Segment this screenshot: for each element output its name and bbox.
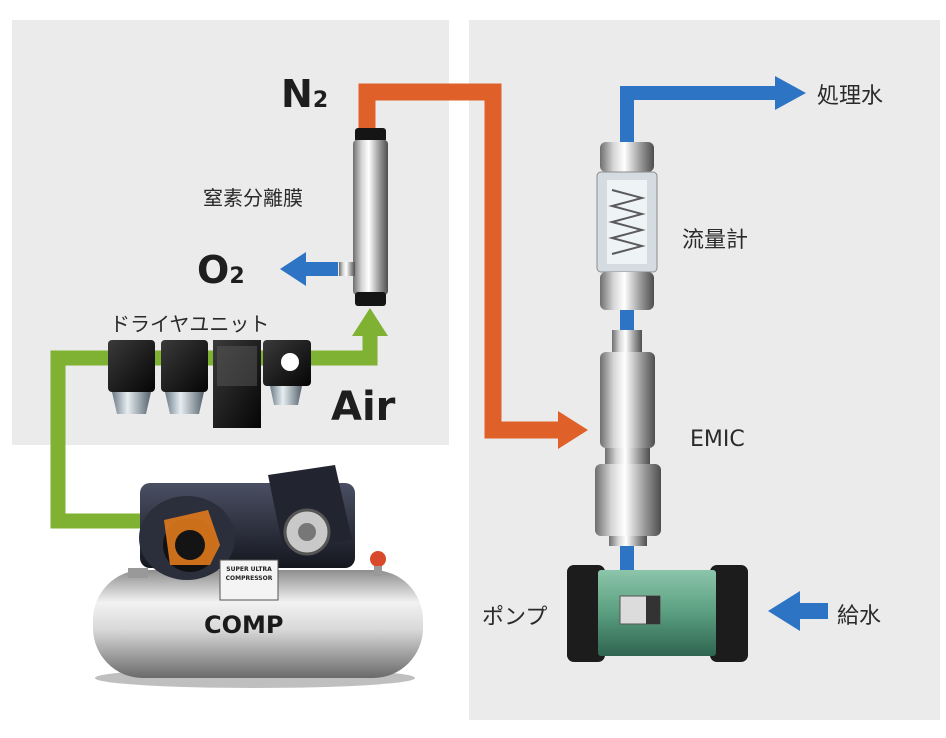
water-supply-label: 給水 [837,604,882,629]
dryer-unit [108,340,311,428]
o2-subscript: 2 [229,264,245,289]
supply-arrow-shaft [798,603,828,619]
air-label: Air [331,384,396,430]
pump [567,565,748,662]
badge-line-2: COMPRESSOR [225,575,273,582]
nitrogen-pipe [358,83,562,439]
n2-label: N2 [281,72,329,116]
membrane-label: 窒素分離膜 [203,186,303,210]
nitrogen-arrow-head [558,411,588,449]
air-pipe [50,330,378,529]
treated-water-label: 処理水 [817,84,884,109]
supply-arrow-head [768,591,800,631]
badge-line-1: SUPER ULTRA [226,566,272,573]
n2-subscript: 2 [312,88,329,113]
comp-label: COMP [204,611,284,639]
compressor [93,465,423,688]
air-arrow-head [352,308,388,336]
flow-meter-label: 流量計 [682,228,749,253]
o2-label: O2 [197,248,245,292]
emic-label: EMIC [690,427,745,452]
o2-arrow-head [280,252,306,286]
flow-meter [596,142,658,310]
compressor-badge: SUPER ULTRA COMPRESSOR [221,565,277,583]
dryer-unit-label: ドライヤユニット [110,312,270,336]
treated-water-arrow-head [775,76,806,110]
o2-arrow-shaft [303,262,338,276]
emic-unit [595,330,661,546]
pump-label: ポンプ [482,605,548,630]
membrane-cylinder [339,128,388,306]
